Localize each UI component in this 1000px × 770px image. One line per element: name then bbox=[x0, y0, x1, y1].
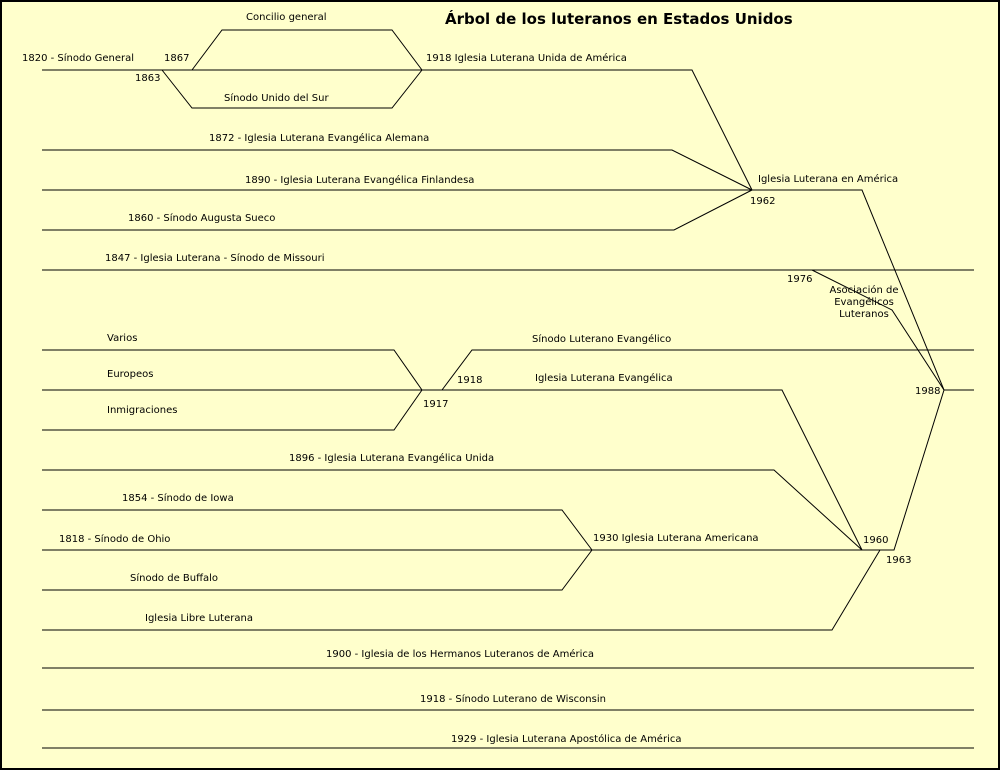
label-year-1917: 1917 bbox=[423, 399, 449, 410]
label-wisconsin: 1918 - Sínodo Luterano de Wisconsin bbox=[420, 694, 606, 705]
label-year-1918: 1918 bbox=[457, 375, 483, 386]
diagram-title: Árbol de los luteranos en Estados Unidos bbox=[445, 10, 793, 28]
label-year-1962: 1962 bbox=[750, 196, 776, 207]
label-year-1988: 1988 bbox=[915, 386, 941, 397]
label-buffalo: Sínodo de Buffalo bbox=[130, 573, 219, 584]
line-iglesia-unida-america bbox=[192, 69, 753, 191]
label-evangelica-alemana: 1872 - Iglesia Luterana Evangélica Alema… bbox=[209, 133, 430, 144]
label-iowa: 1854 - Sínodo de Iowa bbox=[122, 493, 234, 504]
label-inmigraciones: Inmigraciones bbox=[107, 405, 178, 416]
label-year-1963-b: 1963 bbox=[886, 555, 912, 566]
line-buffalo bbox=[42, 549, 593, 591]
label-year-1976: 1976 bbox=[787, 274, 813, 285]
label-year-1960: 1960 bbox=[863, 535, 889, 546]
label-iglesia-luterana-evangelica: Iglesia Luterana Evangélica bbox=[535, 373, 673, 384]
label-iglesia-en-america: Iglesia Luterana en América bbox=[758, 174, 899, 185]
label-libre-luterana: Iglesia Libre Luterana bbox=[145, 613, 253, 624]
line-sinodo-luterano-evangelico bbox=[441, 349, 974, 391]
line-evangelica-unida bbox=[42, 469, 863, 551]
line-asociacion bbox=[811, 269, 945, 391]
label-sinodo-luterano-evangelico: Sínodo Luterano Evangélico bbox=[532, 334, 672, 345]
line-iglesia-en-america bbox=[752, 189, 945, 391]
line-sinodo-unido-sur bbox=[161, 69, 423, 109]
line-concilio-general bbox=[191, 29, 423, 71]
label-year-1863-a: 1863 bbox=[135, 73, 161, 84]
line-iglesia-luterana-evangelica bbox=[442, 389, 863, 551]
line-varios bbox=[42, 349, 423, 391]
line-inmigraciones bbox=[42, 389, 423, 431]
line-libre-luterana bbox=[42, 549, 881, 631]
label-year-1867: 1867 bbox=[164, 53, 190, 64]
label-hermanos: 1900 - Iglesia de los Hermanos Luteranos… bbox=[326, 649, 595, 660]
label-asociacion: Asociación de Evangélicos Luteranos bbox=[829, 285, 899, 320]
label-sinodo-unido-sur: Sínodo Unido del Sur bbox=[224, 93, 329, 104]
line-alc-1960 bbox=[862, 389, 945, 551]
label-europeos: Europeos bbox=[107, 369, 154, 380]
line-iowa bbox=[42, 509, 593, 551]
label-sinodo-general: 1820 - Sínodo General bbox=[22, 53, 135, 64]
label-ohio: 1818 - Sínodo de Ohio bbox=[59, 534, 171, 545]
label-concilio-general: Concilio general bbox=[246, 12, 327, 23]
label-iglesia-americana: 1930 Iglesia Luterana Americana bbox=[593, 533, 759, 544]
label-evangelica-finlandesa: 1890 - Iglesia Luterana Evangélica Finla… bbox=[245, 175, 475, 186]
label-apostolica: 1929 - Iglesia Luterana Apostólica de Am… bbox=[451, 734, 682, 745]
label-varios: Varios bbox=[107, 333, 138, 344]
label-evangelica-unida: 1896 - Iglesia Luterana Evangélica Unida bbox=[289, 453, 495, 464]
label-missouri: 1847 - Iglesia Luterana - Sínodo de Miss… bbox=[105, 253, 325, 264]
line-evangelica-alemana bbox=[42, 149, 753, 191]
label-iglesia-unida-america: 1918 Iglesia Luterana Unida de América bbox=[426, 53, 627, 64]
line-augusta-sueco bbox=[42, 189, 753, 231]
label-augusta-sueco: 1860 - Sínodo Augusta Sueco bbox=[128, 213, 276, 224]
